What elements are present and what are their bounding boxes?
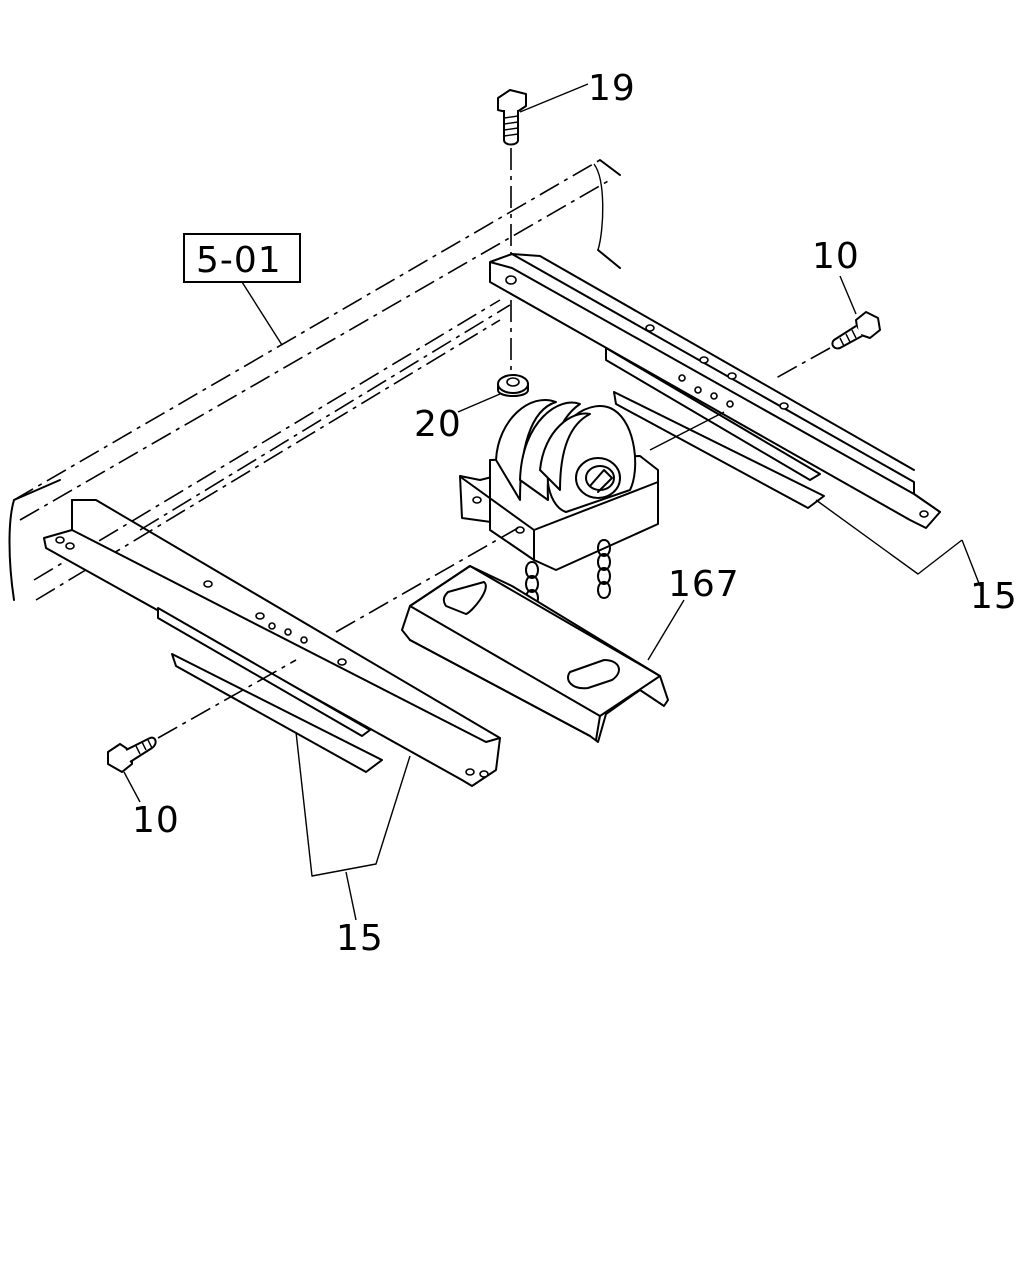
- callout-10-left: 10: [132, 800, 180, 841]
- bolt-right-icon: [831, 311, 881, 350]
- bolt-left-icon: [107, 736, 157, 773]
- callout-15-right: 15: [970, 576, 1018, 617]
- callout-167: 167: [668, 564, 740, 605]
- callout-10-right: 10: [812, 236, 860, 277]
- winch-assembly: [459, 399, 659, 641]
- reference-label: 5-01: [196, 240, 282, 281]
- callout-15-left: 15: [336, 918, 384, 959]
- callout-20: 20: [414, 404, 462, 445]
- nut-icon: [497, 374, 529, 397]
- reference-box: 5-01: [183, 233, 301, 346]
- callout-19: 19: [588, 68, 636, 109]
- bracket-right: [489, 253, 941, 529]
- bolt-top-icon: [497, 89, 527, 146]
- bracket-left: [43, 499, 501, 787]
- base-plate: [401, 565, 669, 743]
